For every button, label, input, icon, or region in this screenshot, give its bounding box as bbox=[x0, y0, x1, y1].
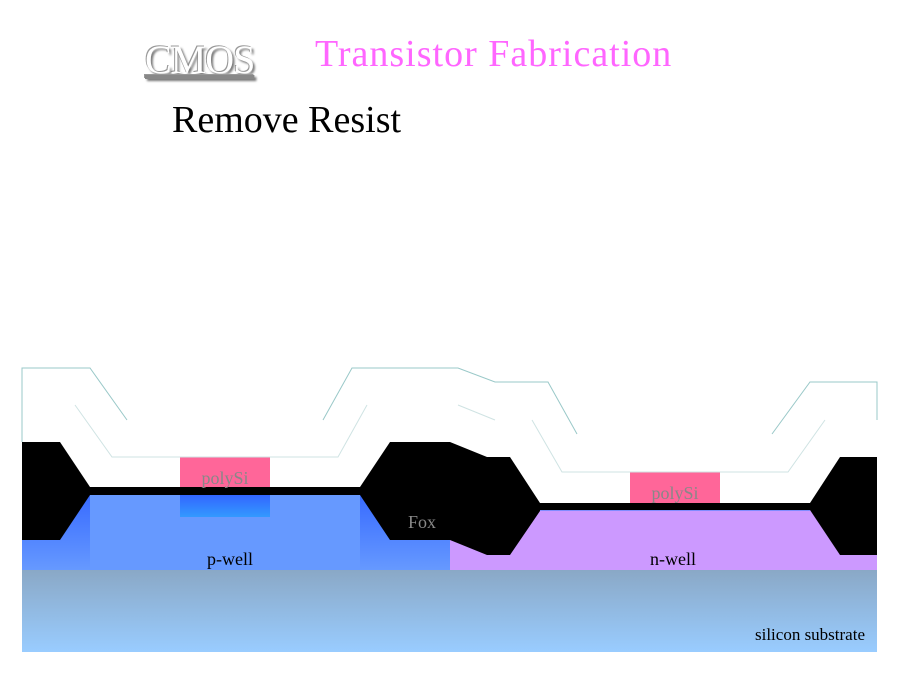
field-oxide-middle bbox=[360, 442, 540, 555]
slide-title: Transistor Fabrication bbox=[315, 33, 673, 75]
silicon-substrate bbox=[22, 570, 877, 652]
polysi-label-left: polySi bbox=[201, 468, 248, 488]
fox-label: Fox bbox=[408, 512, 436, 532]
polysi-gate-right bbox=[630, 472, 720, 503]
p-well-label: p-well bbox=[207, 549, 253, 569]
field-oxide-left bbox=[22, 442, 90, 540]
gate-channel-left bbox=[180, 495, 270, 517]
removed-resist-outline bbox=[21, 367, 878, 473]
cmos-logo-text: CMOS bbox=[145, 37, 255, 82]
step-title: Remove Resist bbox=[172, 99, 402, 141]
n-well-label: n-well bbox=[650, 549, 696, 569]
gate-oxide-left bbox=[90, 487, 360, 495]
polysi-label-right: polySi bbox=[651, 483, 698, 503]
gate-oxide-right bbox=[540, 503, 810, 510]
polysi-gate-left bbox=[180, 457, 270, 487]
substrate-label: silicon substrate bbox=[755, 625, 865, 644]
field-oxide-right bbox=[810, 457, 877, 555]
